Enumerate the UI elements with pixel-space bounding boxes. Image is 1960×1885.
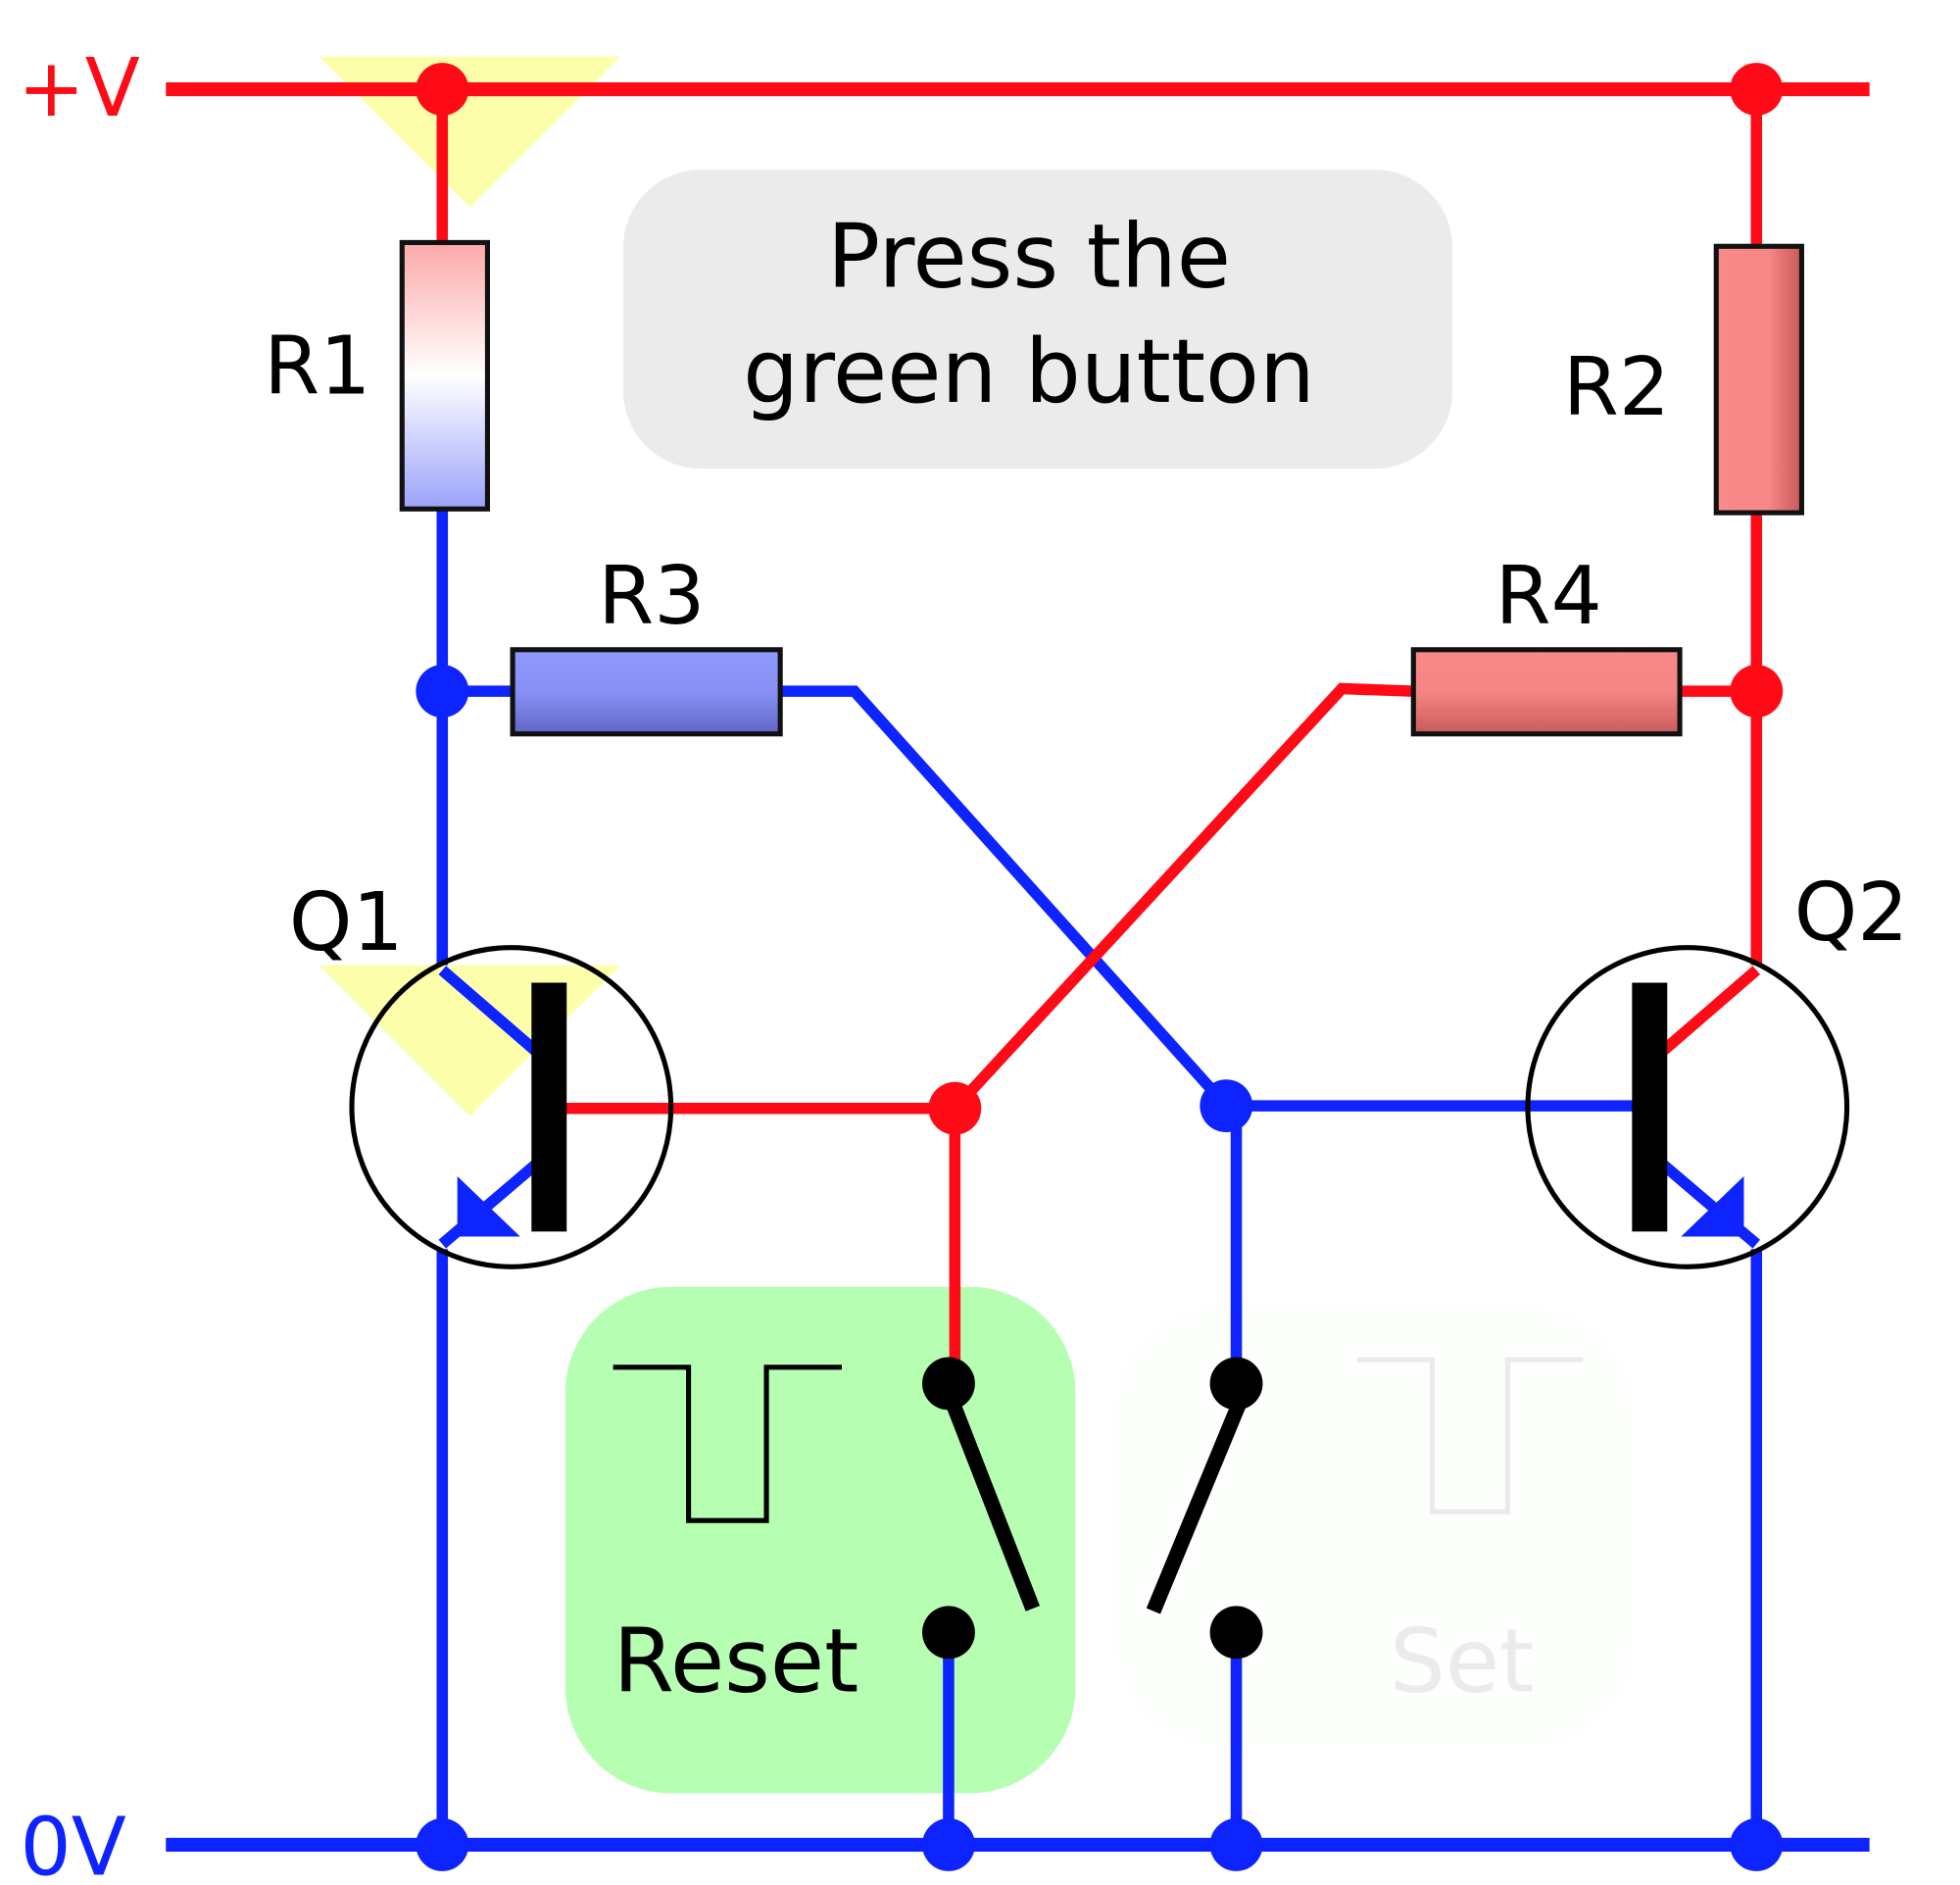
- transistor-q2-label: Q2: [1794, 867, 1909, 960]
- junction-ground-2: [922, 1818, 975, 1871]
- set-switch-top-contact: [1209, 1357, 1263, 1411]
- wire-r4-to-q1-base: [951, 682, 1414, 1113]
- resistor-r4-label: R4: [1495, 550, 1602, 643]
- message-box: [622, 170, 1453, 470]
- message-line-2: green button: [743, 322, 1315, 423]
- transistor-q2-body-icon: [1525, 945, 1850, 1269]
- highlight-triangle-top: [318, 56, 621, 208]
- resistor-r3: [510, 647, 783, 737]
- ground-rail-label: 0V: [21, 1802, 126, 1885]
- junction-ground-1: [416, 1818, 469, 1871]
- transistor-q2-emitter-arrow-icon: [1681, 1175, 1744, 1237]
- resistor-r4: [1410, 647, 1683, 737]
- set-pulse-icon: [1356, 1357, 1584, 1514]
- resistor-r2: [1713, 243, 1804, 516]
- junction-positive-right: [1730, 63, 1784, 116]
- resistor-r3-label: R3: [598, 550, 705, 643]
- reset-button-label[interactable]: Reset: [613, 1612, 859, 1713]
- junction-q1-collector: [416, 665, 469, 719]
- set-button-label[interactable]: Set: [1390, 1612, 1534, 1713]
- transistor-q2-collector: [1659, 966, 1761, 1056]
- reset-switch-lever-icon: [941, 1389, 1041, 1612]
- resistor-r2-label: R2: [1563, 341, 1670, 434]
- junction-q1-base: [928, 1081, 982, 1135]
- set-switch-lever-icon: [1146, 1389, 1251, 1614]
- transistor-q1: [349, 945, 674, 1269]
- reset-switch-top-contact: [922, 1357, 975, 1411]
- resistor-r1: [399, 239, 491, 512]
- transistor-q1-base-bar: [531, 982, 567, 1232]
- junction-q2-base: [1200, 1079, 1253, 1133]
- transistor-q2: [1525, 945, 1850, 1269]
- message-line-1: Press the: [827, 206, 1231, 308]
- positive-rail-label: +V: [18, 42, 140, 135]
- resistor-r1-label: R1: [264, 320, 370, 413]
- transistor-q1-collector: [438, 966, 539, 1056]
- junction-ground-4: [1730, 1818, 1784, 1871]
- transistor-q1-body-icon: [349, 945, 674, 1269]
- junction-ground-3: [1209, 1818, 1263, 1871]
- junction-positive-left: [416, 63, 469, 116]
- set-switch-bottom-contact: [1209, 1606, 1263, 1660]
- transistor-q2-base-bar: [1632, 982, 1668, 1232]
- wire-r3-to-q2-base: [780, 685, 1231, 1111]
- transistor-q1-label: Q1: [289, 876, 404, 969]
- reset-switch-bottom-contact: [922, 1606, 975, 1660]
- reset-pulse-icon: [612, 1364, 842, 1523]
- transistor-q1-emitter-arrow-icon: [457, 1175, 520, 1237]
- junction-q2-collector: [1730, 665, 1784, 719]
